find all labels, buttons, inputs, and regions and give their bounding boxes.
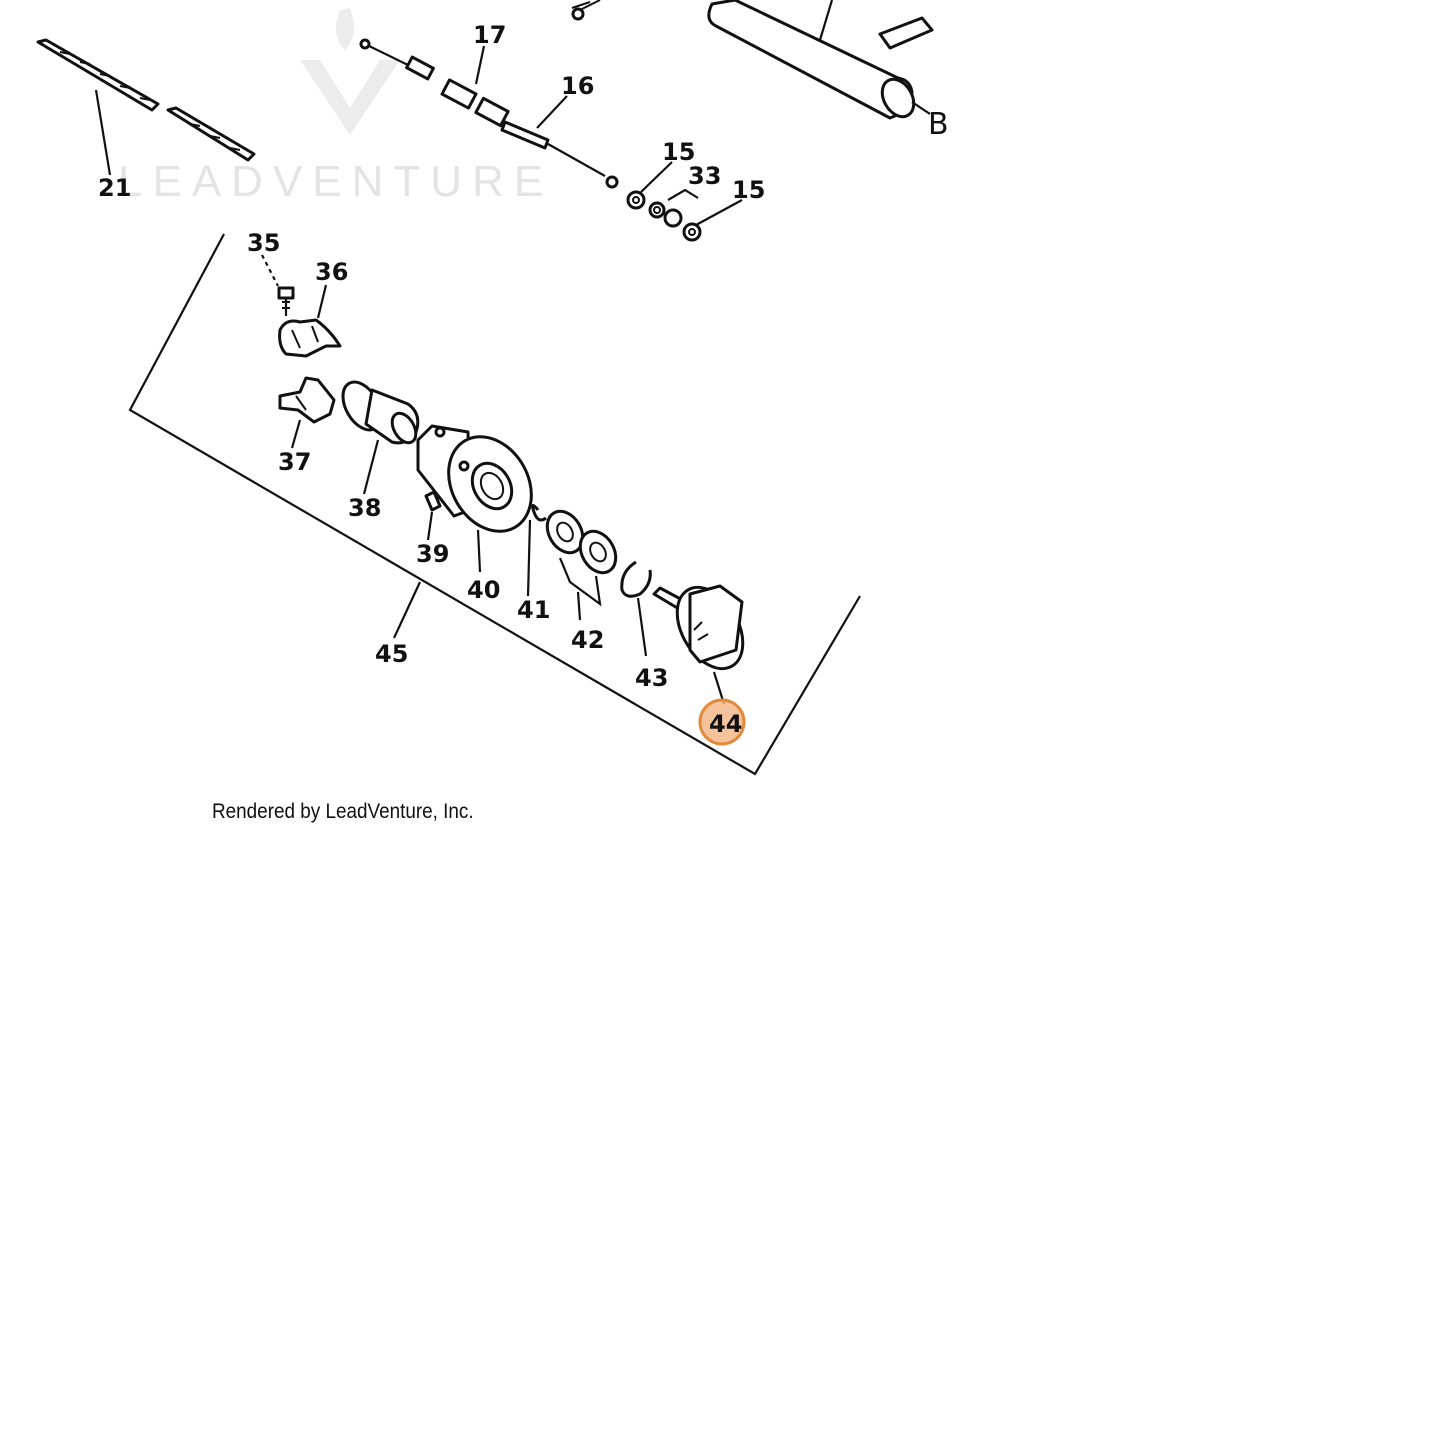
part-36-clamp-upper[interactable]: [278, 284, 342, 358]
callout-44-highlight[interactable]: [698, 698, 746, 746]
part-21-drive-shaft[interactable]: [36, 38, 256, 176]
outer-tube-b[interactable]: [707, 0, 934, 122]
part-44-clutch-drum[interactable]: [652, 576, 756, 705]
watermark-text: LEADVENTURE: [118, 157, 553, 206]
watermark-logo-icon: [300, 60, 400, 135]
watermark: LEADVENTURE: [118, 8, 553, 206]
callout-38[interactable]: 38: [348, 494, 381, 522]
callout-b[interactable]: B: [928, 107, 949, 142]
callout-44[interactable]: 44: [709, 710, 742, 738]
part-43-snap-ring[interactable]: [620, 560, 652, 657]
callout-16[interactable]: 16: [561, 72, 594, 100]
assembly-group-outline: [128, 233, 861, 776]
callout-15b[interactable]: 15: [732, 176, 765, 204]
callout-15a[interactable]: 15: [662, 138, 695, 166]
part-35-bolt[interactable]: [261, 254, 295, 316]
callout-42[interactable]: 42: [571, 626, 604, 654]
callout-43[interactable]: 43: [635, 664, 668, 692]
callout-41[interactable]: 41: [517, 596, 550, 624]
callout-45[interactable]: 45: [375, 640, 408, 668]
callout-35[interactable]: 35: [247, 229, 280, 257]
part-38-sleeve[interactable]: [335, 375, 421, 495]
watermark-flame-icon: [336, 8, 354, 50]
part-42-bearings[interactable]: [540, 505, 623, 621]
part-39-screw[interactable]: [424, 490, 442, 541]
callout-37[interactable]: 37: [278, 448, 311, 476]
callout-39[interactable]: 39: [416, 540, 449, 568]
part-40-gear-housing[interactable]: [416, 422, 548, 573]
part-37-clamp-lower[interactable]: [278, 376, 336, 449]
callout-labels: 15 15 16 17 21 33 35 36 37 38 39 40 41 4…: [98, 21, 949, 738]
callout-36[interactable]: 36: [315, 258, 348, 286]
part-15-33-fasteners[interactable]: [626, 161, 743, 242]
callout-17[interactable]: 17: [473, 21, 506, 49]
callout-33[interactable]: 33: [688, 162, 721, 190]
callout-40[interactable]: 40: [467, 576, 500, 604]
part-16-17-cable-assembly[interactable]: [359, 0, 619, 189]
callout-21[interactable]: 21: [98, 174, 131, 202]
part-41-circlip[interactable]: [526, 504, 547, 597]
credit-text: Rendered by LeadVenture, Inc.: [212, 800, 474, 823]
